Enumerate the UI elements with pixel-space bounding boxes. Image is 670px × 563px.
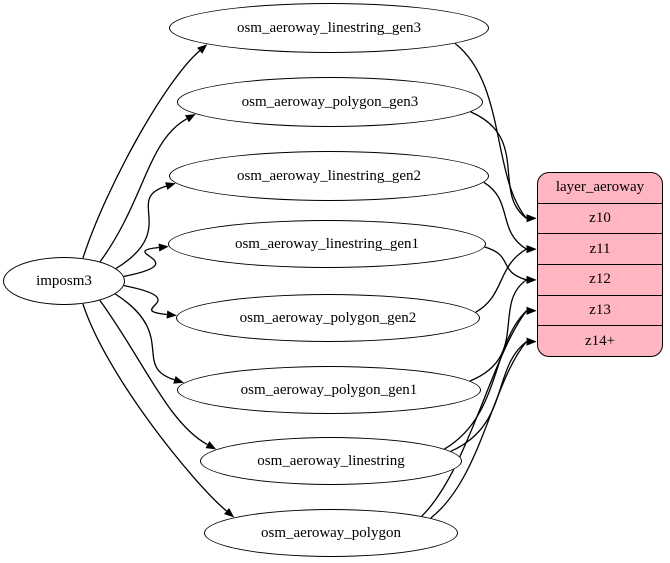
edge-imposm3-to-osm_aeroway_linestring_gen1 bbox=[123, 246, 159, 278]
arrowhead-icon bbox=[526, 306, 537, 315]
node-osm-aeroway-polygon: osm_aeroway_polygon bbox=[204, 509, 458, 557]
edge-imposm3-to-osm_aeroway_linestring bbox=[99, 300, 208, 446]
edge-osm_aeroway_linestring_gen3-to-z10 bbox=[454, 42, 527, 219]
arrowhead-icon bbox=[158, 243, 169, 252]
edge-osm_aeroway_polygon-to-z13 bbox=[421, 310, 528, 517]
node-imposm3: imposm3 bbox=[3, 257, 125, 305]
arrowhead-icon bbox=[165, 182, 176, 190]
layer-row-z10: z10 bbox=[538, 202, 662, 234]
node-osm-aeroway-polygon-gen2: osm_aeroway_polygon_gen2 bbox=[176, 294, 480, 342]
arrowhead-icon bbox=[205, 441, 217, 450]
edge-osm_aeroway_polygon-to-z14+ bbox=[430, 341, 528, 519]
arrowhead-icon bbox=[197, 44, 208, 54]
layer-aeroway-title: layer_aeroway bbox=[555, 179, 645, 196]
edge-imposm3-to-osm_aeroway_polygon_gen3 bbox=[99, 118, 188, 263]
edge-osm_aeroway_linestring-to-z13 bbox=[444, 310, 527, 450]
node-osm-aeroway-polygon-gen3: osm_aeroway_polygon_gen3 bbox=[177, 77, 483, 127]
node-layer-aeroway: layer_aeroway z10 z11 z12 z13 z14+ bbox=[537, 172, 663, 357]
arrowhead-icon bbox=[526, 245, 537, 254]
arrowhead-icon bbox=[224, 508, 235, 518]
edge-osm_aeroway_linestring_gen1-to-z12 bbox=[484, 246, 527, 281]
node-osm-aeroway-linestring: osm_aeroway_linestring bbox=[200, 437, 462, 485]
edge-osm_aeroway_polygon_gen1-to-z12 bbox=[469, 279, 527, 382]
layer-row-z11: z11 bbox=[538, 233, 662, 264]
layer-row-z14plus: z14+ bbox=[538, 325, 662, 356]
arrowhead-icon bbox=[526, 214, 537, 223]
node-osm-aeroway-linestring-gen2: osm_aeroway_linestring_gen2 bbox=[169, 151, 489, 201]
layer-row-z13: z13 bbox=[538, 294, 662, 326]
arrowhead-icon bbox=[526, 275, 537, 284]
arrowhead-icon bbox=[173, 376, 184, 384]
edge-osm_aeroway_polygon_gen2-to-z11 bbox=[475, 248, 527, 313]
arrowhead-icon bbox=[166, 310, 177, 319]
node-osm-aeroway-linestring-gen1: osm_aeroway_linestring_gen1 bbox=[168, 220, 486, 268]
node-osm-aeroway-linestring-gen3: osm_aeroway_linestring_gen3 bbox=[169, 3, 489, 53]
edge-osm_aeroway_polygon_gen3-to-z10 bbox=[470, 111, 527, 219]
edge-imposm3-to-osm_aeroway_polygon bbox=[82, 303, 227, 512]
edge-imposm3-to-osm_aeroway_linestring_gen3 bbox=[82, 50, 201, 259]
layer-row-z12: z12 bbox=[538, 264, 662, 295]
arrowhead-icon bbox=[526, 337, 537, 346]
node-osm-aeroway-polygon-gen1: osm_aeroway_polygon_gen1 bbox=[177, 366, 481, 414]
arrowhead-icon bbox=[185, 114, 196, 123]
edge-imposm3-to-osm_aeroway_polygon_gen1 bbox=[114, 293, 175, 381]
edge-imposm3-to-osm_aeroway_polygon_gen2 bbox=[123, 284, 167, 316]
edge-imposm3-to-osm_aeroway_linestring_gen2 bbox=[115, 185, 167, 270]
edge-osm_aeroway_linestring_gen2-to-z11 bbox=[483, 181, 527, 250]
